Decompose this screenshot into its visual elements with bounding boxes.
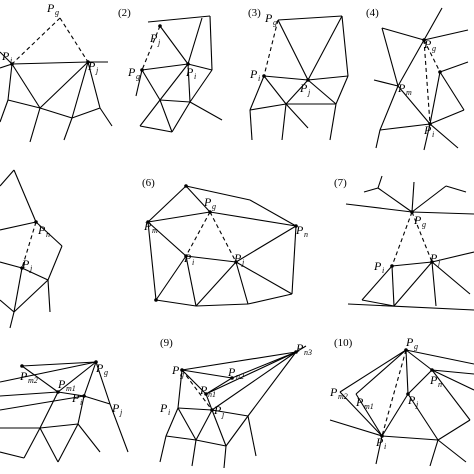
panel-7: (7) P g P i P j <box>334 175 474 311</box>
label-pn1: P <box>199 383 208 397</box>
label-pn-sub: n <box>438 380 442 389</box>
label-pi-sub: i <box>168 408 170 417</box>
label-pj-sub: j <box>221 410 225 419</box>
label-pm1-sub: m1 <box>66 384 76 393</box>
panel-9: (9) P g P n2 P n3 P <box>159 337 312 469</box>
label-pi-sub: i <box>382 266 384 275</box>
label-pj: P <box>149 31 158 45</box>
label-pj-sub: j <box>119 408 123 417</box>
label-pg: P <box>264 11 273 25</box>
label-pi-sub: i <box>192 258 194 267</box>
label-pg-sub: g <box>273 18 277 27</box>
label-pg: P <box>127 65 136 79</box>
label-pg: P <box>423 37 432 51</box>
label-pi: P <box>71 391 80 405</box>
label-pj-sub: j <box>95 66 99 75</box>
label-pj: P <box>111 401 120 415</box>
label-pn1-sub: n1 <box>208 390 216 399</box>
label-pm-sub: m <box>152 226 158 235</box>
label-pm-sub: m <box>406 88 412 97</box>
label-pn2-sub: n2 <box>236 372 244 381</box>
label-pi: P <box>183 251 192 265</box>
panel-number-10: (10) <box>334 337 353 349</box>
label-pj: P <box>299 81 308 95</box>
label-pj-sub: j <box>415 400 419 409</box>
label-pi: P <box>423 123 432 137</box>
label-pg-sub: g <box>55 8 59 17</box>
label-pm1-sub: m1 <box>364 402 374 411</box>
label-pn: P <box>429 373 438 387</box>
label-pm2: P <box>19 369 28 383</box>
label-pm2-sub: m2 <box>338 392 348 401</box>
label-pg: P <box>413 213 422 227</box>
label-pi-sub: i <box>80 398 82 407</box>
label-pm1: P <box>57 377 66 391</box>
panel-number-2: (2) <box>118 7 131 19</box>
label-pi: P <box>249 67 258 81</box>
label-pj: P <box>233 251 242 265</box>
label-pi: P <box>375 435 384 449</box>
label-pj: P <box>21 257 30 271</box>
label-pi: P <box>373 259 382 273</box>
panel-number-7: (7) <box>334 177 347 189</box>
label-pi-sub: i <box>10 56 12 65</box>
label-pg: P <box>46 1 55 15</box>
label-pi-sub: i <box>384 442 386 451</box>
label-pn: P <box>37 223 46 237</box>
label-pg: P <box>203 195 212 209</box>
panel-3: (3) P g P i P j <box>248 7 349 141</box>
panel-number-6: (6) <box>142 177 155 189</box>
panel-2: (2) P j P g P i <box>118 7 223 133</box>
label-pn-sub: n <box>304 230 308 239</box>
panel-6: (6) P g P m P n P i P <box>142 177 308 307</box>
label-pm2: P <box>329 385 338 399</box>
label-pi: P <box>159 401 168 415</box>
label-pg: P <box>95 361 104 375</box>
label-pj: P <box>429 251 438 265</box>
label-pj: P <box>407 393 416 407</box>
label-pj-sub: j <box>241 258 245 267</box>
label-pm2-sub: m2 <box>28 376 38 385</box>
label-pj-sub: j <box>157 38 161 47</box>
panel-5: P n P j <box>0 169 63 329</box>
label-pg-sub: g <box>432 44 436 53</box>
label-pi-sub: i <box>194 72 196 81</box>
label-pm: P <box>397 81 406 95</box>
label-pn2: P <box>227 365 236 379</box>
label-pi: P <box>1 49 10 63</box>
label-pm: P <box>143 219 152 233</box>
label-pj: P <box>87 59 96 73</box>
panel-8: P m2 P m1 P g P i P j <box>0 360 129 463</box>
panel-1: P g P i P j <box>0 1 113 143</box>
label-pi-sub: i <box>258 74 260 83</box>
label-pj-sub: j <box>437 258 441 267</box>
panel-4: (4) P g P m P i <box>366 7 469 151</box>
label-pg-sub: g <box>414 342 418 351</box>
panel-number-4: (4) <box>366 7 379 19</box>
label-pn: P <box>295 223 304 237</box>
label-pn-sub: n <box>46 230 50 239</box>
panel-number-9: (9) <box>160 337 173 349</box>
label-pg: P <box>171 363 180 377</box>
label-pj-sub: j <box>307 88 311 97</box>
label-pi: P <box>185 65 194 79</box>
label-pi-sub: i <box>432 130 434 139</box>
label-pg-sub: g <box>180 370 184 379</box>
label-pg-sub: g <box>422 220 426 229</box>
label-pn3-sub: n3 <box>304 348 312 357</box>
label-pg-sub: g <box>212 202 216 211</box>
panel-number-3: (3) <box>248 7 261 19</box>
label-pg-sub: g <box>136 72 140 81</box>
panel-10: (10) P g P m2 P m1 P n P j P i <box>329 335 474 467</box>
label-pn3: P <box>295 341 304 355</box>
label-pm1: P <box>355 395 364 409</box>
label-pj-sub: j <box>29 264 33 273</box>
label-pg-sub: g <box>104 368 108 377</box>
label-pj: P <box>213 403 222 417</box>
label-pg: P <box>405 335 414 349</box>
